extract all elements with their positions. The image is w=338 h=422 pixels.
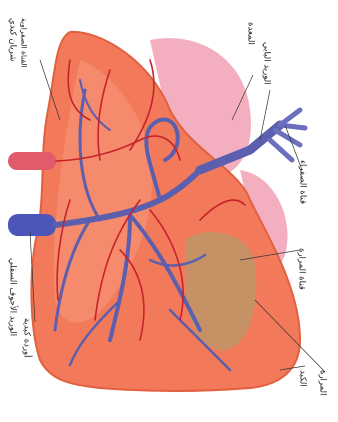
label-bile-duct-top: القناة الصفراوية — [20, 18, 28, 68]
label-gallbladder: المرارة — [318, 370, 327, 395]
label-liver: الكبد — [298, 370, 307, 387]
inferior-vena-cava — [8, 214, 56, 236]
label-stomach: المعدة — [246, 22, 255, 45]
hepatic-artery — [8, 152, 56, 170]
label-portal-vein: الوريد البابي — [262, 42, 271, 85]
label-hepatic-artery: شريان كبدي — [8, 18, 17, 61]
label-common-bile-duct: قناة الصفراء — [298, 160, 307, 204]
label-cystic-duct: قناة المرارة — [297, 248, 306, 290]
label-hepatic-vein: أوردة كبدية — [22, 318, 31, 358]
label-ivc: الوريد الأجوف السفلي — [8, 258, 17, 336]
